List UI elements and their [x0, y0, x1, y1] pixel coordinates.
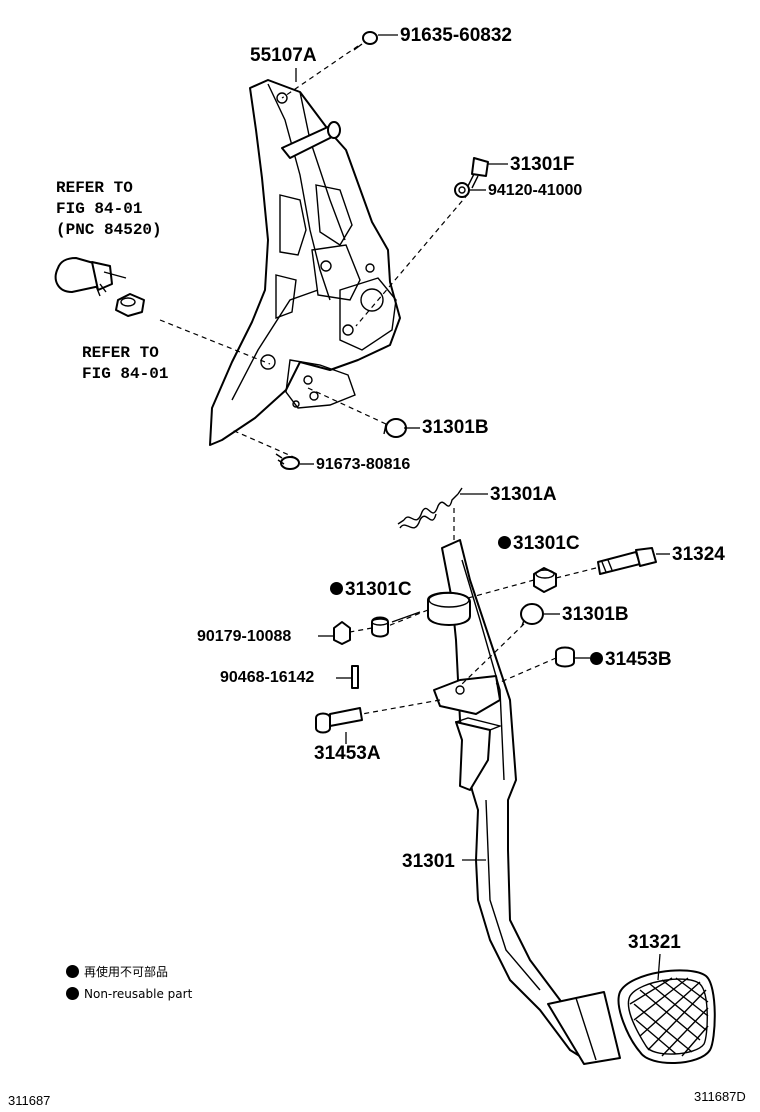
nut-90179-illustration — [333, 621, 351, 645]
bushing-31453b-illustration — [555, 646, 575, 668]
clip-90468-illustration — [351, 665, 359, 689]
leader-lines — [103, 34, 670, 981]
bolt-31301f-illustration — [467, 157, 489, 189]
label-31324: 31324 — [672, 544, 725, 565]
label-31453a: 31453A — [314, 743, 381, 764]
label-31301c-right: 31301C — [498, 534, 580, 553]
label-31453b: 31453B — [590, 650, 672, 669]
label-31301b-upper: 31301B — [422, 417, 489, 438]
pedal-pad-illustration — [617, 969, 716, 1064]
label-91673-80816: 91673-80816 — [316, 456, 411, 473]
label-90179-10088: 90179-10088 — [197, 628, 292, 645]
label-31301c-left: 31301C — [330, 580, 412, 599]
footer-code-left: 311687 — [8, 1093, 51, 1108]
non-reusable-dot-icon — [66, 965, 79, 978]
assembly-lines — [159, 45, 597, 715]
bolt-top-illustration — [353, 31, 378, 51]
collar-31301c-right-illustration — [533, 567, 557, 593]
bushing-31301b-lower-illustration — [520, 603, 544, 627]
bolt-91673-illustration — [275, 453, 300, 470]
label-90468-16142: 90468-16142 — [220, 669, 315, 686]
pin-31453a-illustration — [315, 707, 363, 734]
label-31301b-lower: 31301B — [562, 604, 629, 625]
pedal-arm-illustration — [427, 539, 621, 1065]
bushing-31301b-upper-illustration — [383, 418, 407, 438]
label-31301: 31301 — [402, 851, 455, 872]
label-91635-60832: 91635-60832 — [400, 25, 512, 46]
label-55107a: 55107A — [250, 45, 317, 66]
label-31321: 31321 — [628, 932, 681, 953]
label-31301a: 31301A — [490, 484, 557, 505]
legend-en: Non-reusable part — [66, 987, 192, 1000]
spring-illustration — [397, 487, 463, 529]
label-94120-41000: 94120-41000 — [488, 182, 583, 199]
bolt-31324-illustration — [597, 547, 657, 575]
bracket-illustration — [209, 79, 401, 446]
label-31301f: 31301F — [510, 154, 575, 175]
nut-94120-illustration — [454, 182, 470, 198]
non-reusable-dot-icon — [66, 987, 79, 1000]
stop-lamp-switch-illustration — [54, 257, 145, 317]
footer-code-right: 311687D — [694, 1089, 746, 1104]
collar-31301c-left-illustration — [371, 616, 389, 638]
legend-jp: 再使用不可部品 — [66, 965, 168, 978]
